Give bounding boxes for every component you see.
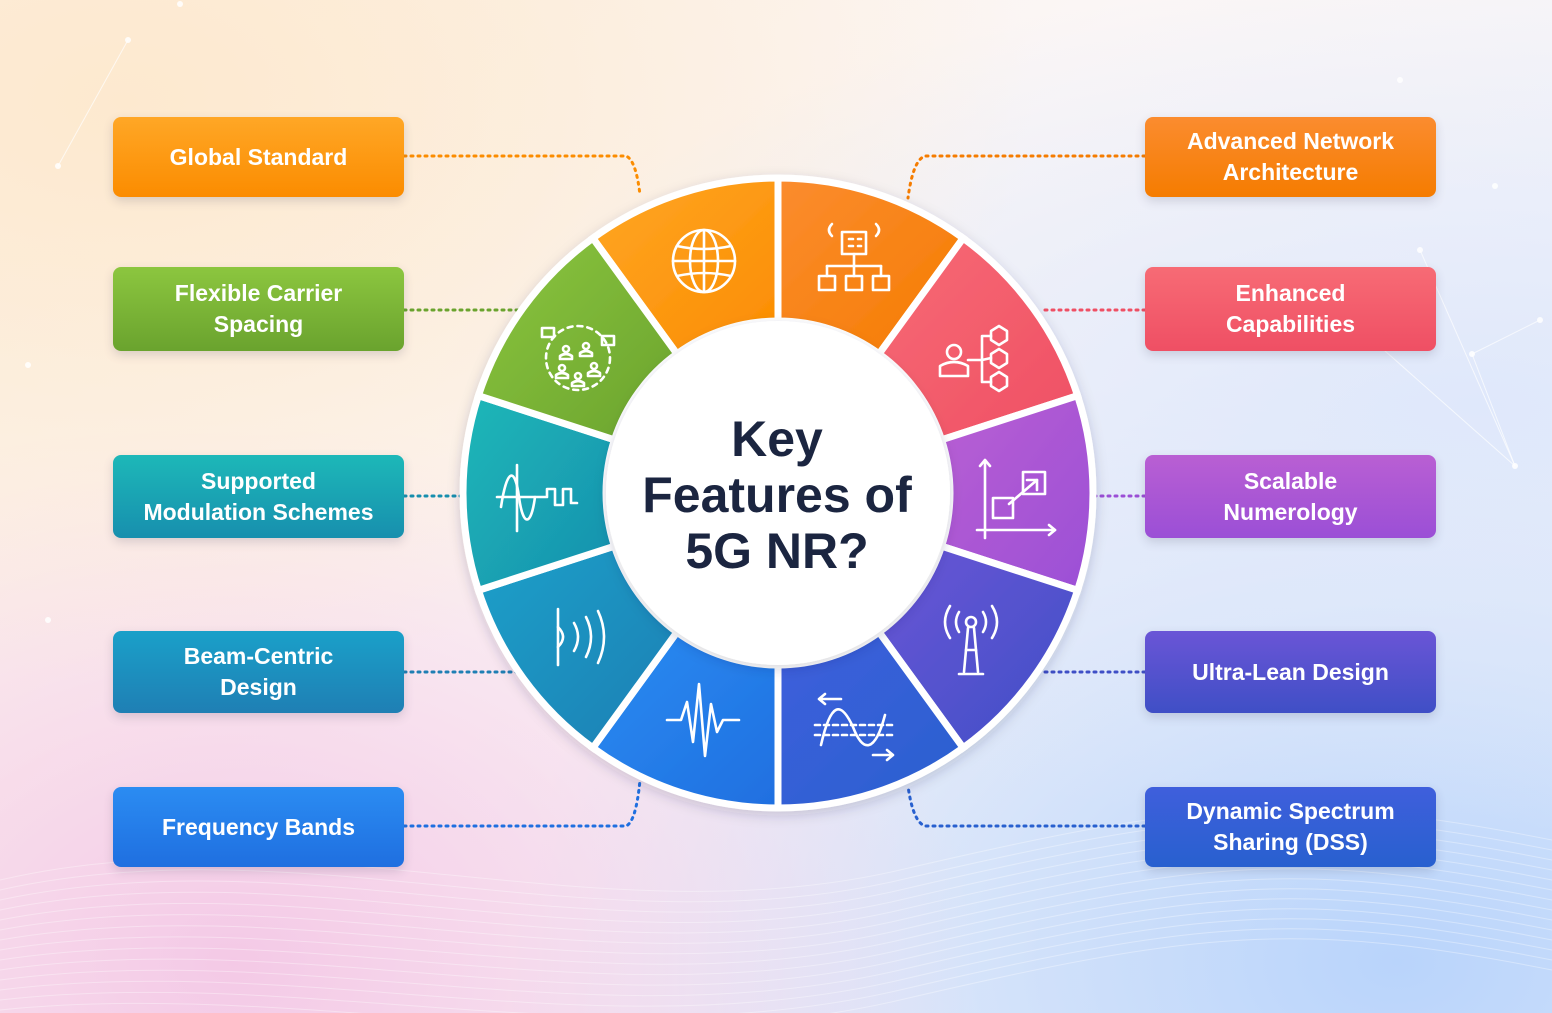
connector-global-standard	[402, 154, 642, 197]
feature-box-scalable-numerology: Scalable Numerology	[1145, 455, 1436, 538]
center-title: Key Features of 5G NR?	[620, 395, 934, 595]
connector-dynamic-spectrum-sharing	[906, 784, 1147, 828]
feature-box-beam-centric-design: Beam-Centric Design	[113, 631, 404, 713]
segment-icons	[495, 222, 1057, 762]
wave-arrows-icon	[813, 692, 897, 762]
bg-wave-line	[0, 868, 1552, 955]
bg-wave-line	[0, 878, 1552, 965]
bg-wave-line	[0, 928, 1552, 1013]
connector-lines	[402, 154, 1147, 828]
feature-label-frequency-bands: Frequency Bands	[162, 813, 355, 840]
bg-dot	[45, 617, 51, 623]
feature-label-supported-modulation-schemes: Supported Modulation Schemes	[143, 467, 374, 525]
bg-dot	[1492, 183, 1498, 189]
bg-line	[1471, 353, 1516, 467]
feature-box-advanced-network-architecture: Advanced Network Architecture	[1145, 117, 1436, 197]
feature-label-beam-centric-design: Beam-Centric Design	[183, 643, 334, 700]
network-hierarchy-icon	[817, 222, 891, 292]
bg-wave-line	[0, 918, 1552, 1007]
center-circle	[606, 321, 950, 665]
bg-wave-line	[0, 908, 1552, 997]
bg-wave-line	[0, 888, 1552, 976]
feature-label-scalable-numerology: Scalable Numerology	[1223, 467, 1358, 525]
user-hexagons-icon	[938, 324, 1009, 393]
bg-dot	[125, 37, 131, 43]
feature-label-global-standard: Global Standard	[169, 143, 348, 170]
feature-box-flexible-carrier-spacing: Flexible Carrier Spacing	[113, 267, 404, 351]
feature-box-dynamic-spectrum-sharing: Dynamic Spectrum Sharing (DSS)	[1145, 787, 1436, 867]
feature-label-flexible-carrier-spacing: Flexible Carrier Spacing	[174, 280, 343, 337]
bg-wave-line	[0, 938, 1552, 1013]
feature-label-ultra-lean-design: Ultra-Lean Design	[1192, 658, 1389, 685]
feature-box-enhanced-capabilities: Enhanced Capabilities	[1145, 267, 1436, 351]
modulation-wave-icon	[495, 463, 579, 533]
center-title-text: Key Features of 5G NR?	[642, 411, 912, 579]
connector-advanced-network-architecture	[906, 154, 1147, 200]
feature-box-global-standard: Global Standard	[113, 117, 404, 197]
bg-dot	[1397, 77, 1403, 83]
scaling-graph-icon	[975, 458, 1057, 540]
bg-wave-line	[0, 898, 1552, 986]
bg-dot	[25, 362, 31, 368]
feature-label-advanced-network-architecture: Advanced Network Architecture	[1186, 128, 1395, 185]
feature-label-dynamic-spectrum-sharing: Dynamic Spectrum Sharing (DSS)	[1186, 798, 1395, 855]
user-cluster-icon	[540, 324, 616, 392]
globe-icon	[671, 228, 737, 294]
antenna-tower-icon	[943, 604, 999, 676]
feature-box-frequency-bands: Frequency Bands	[113, 787, 404, 867]
wheel	[459, 174, 1097, 812]
feature-box-supported-modulation-schemes: Supported Modulation Schemes	[113, 455, 404, 538]
bg-line	[1471, 319, 1541, 355]
beam-signal-icon	[556, 607, 606, 667]
bg-line	[57, 39, 129, 167]
frequency-wave-icon	[665, 682, 741, 758]
feature-label-enhanced-capabilities: Enhanced Capabilities	[1225, 280, 1356, 337]
feature-box-ultra-lean-design: Ultra-Lean Design	[1145, 631, 1436, 713]
bg-dot	[177, 1, 183, 7]
wheel-segment-flexible-carrier-spacing	[474, 233, 682, 445]
